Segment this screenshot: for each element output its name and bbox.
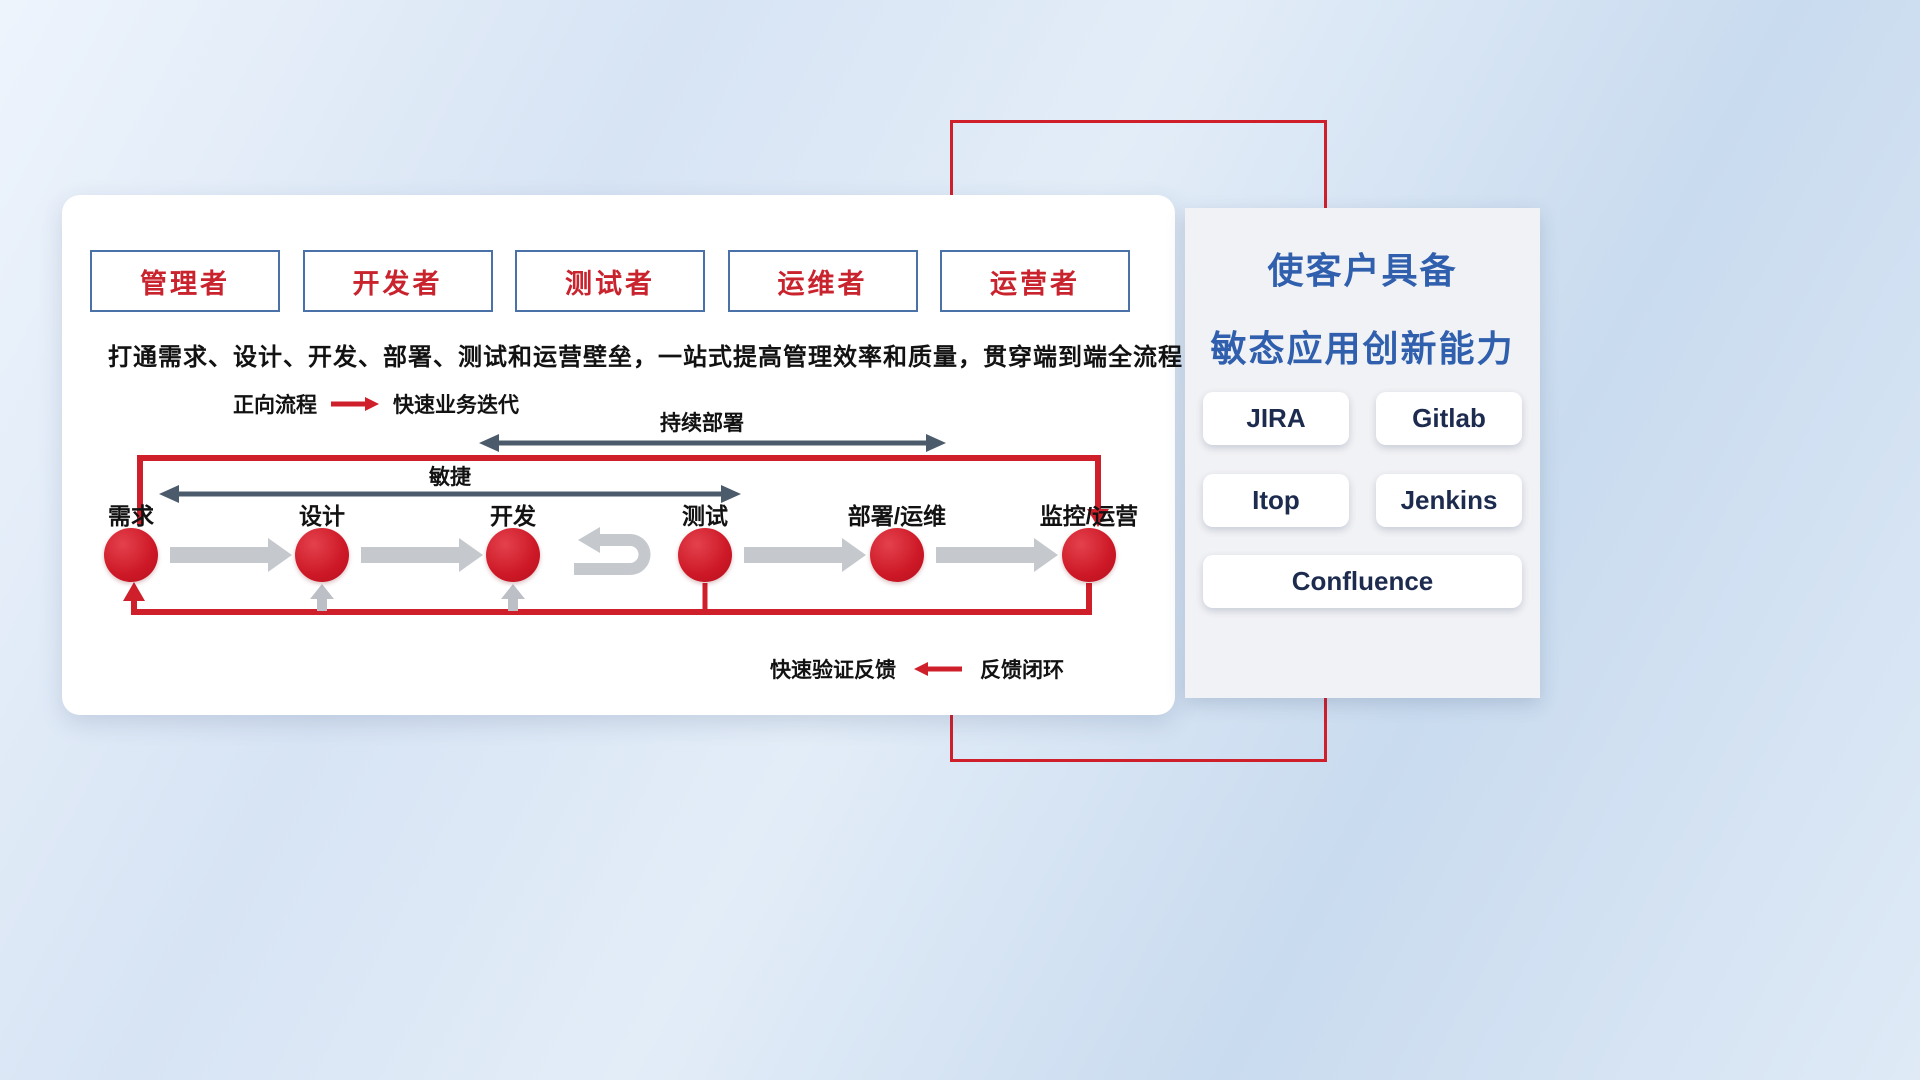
feedback-arrow-icon <box>914 662 962 676</box>
role-box-tester: 测试者 <box>515 250 705 312</box>
continuous-deploy-label: 持续部署 <box>660 412 744 435</box>
role-box-manager: 管理者 <box>90 250 280 312</box>
tool-chip-gitlab: Gitlab <box>1376 392 1522 445</box>
legend-forward-label: 正向流程 <box>233 394 317 417</box>
role-box-developer: 开发者 <box>302 250 493 312</box>
role-box-operator: 运营者 <box>940 250 1130 312</box>
stage-node-monitor-operations <box>1062 528 1116 582</box>
role-boxes: 管理者 开发者 测试者 运维者 运营者 <box>90 250 1130 312</box>
role-label-manager: 管理者 <box>140 268 230 299</box>
tool-chip-jira: JIRA <box>1203 392 1349 445</box>
panel-title-line1: 使客户具备 <box>1267 250 1458 291</box>
role-label-developer: 开发者 <box>352 268 443 299</box>
tool-chip-confluence: Confluence <box>1203 555 1522 608</box>
legend-forward-desc: 快速业务迭代 <box>393 394 519 417</box>
capability-panel: 使客户具备 敏态应用创新能力 JIRA Gitlab Itop Jenkins … <box>1185 208 1540 698</box>
card-subtitle: 打通需求、设计、开发、部署、测试和运营壁垒，一站式提高管理效率和质量，贯穿端到端… <box>108 344 1183 371</box>
role-box-ops: 运维者 <box>727 250 918 312</box>
stage-node-design <box>295 528 349 582</box>
tool-chip-jenkins: Jenkins <box>1376 474 1522 527</box>
stage-node-requirements <box>104 528 158 582</box>
legend-forward: 正向流程 快速业务迭代 <box>233 389 519 419</box>
tool-chip-itop: Itop <box>1203 474 1349 527</box>
role-label-ops: 运维者 <box>777 268 868 299</box>
legend-feedback-desc: 快速验证反馈 <box>770 659 896 682</box>
stage-node-deploy-ops <box>870 528 924 582</box>
panel-title-line2: 敏态应用创新能力 <box>1210 328 1515 369</box>
role-label-tester: 测试者 <box>565 268 655 299</box>
legend-feedback-label: 反馈闭环 <box>980 659 1064 682</box>
role-label-operator: 运营者 <box>990 268 1080 299</box>
legend-feedback: 快速验证反馈 反馈闭环 <box>770 654 1064 684</box>
stage-node-testing <box>678 528 732 582</box>
forward-arrow-icon <box>331 397 379 411</box>
stage-node-development <box>486 528 540 582</box>
